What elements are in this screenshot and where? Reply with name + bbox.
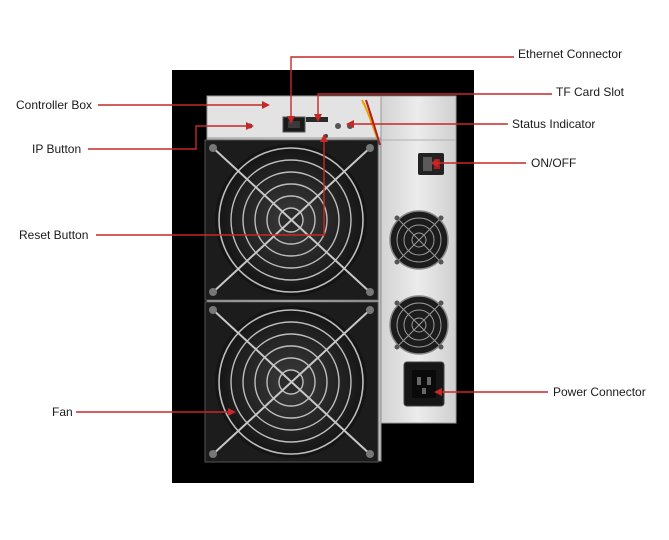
leader-ethernet (290, 56, 514, 120)
power-supply-unit (379, 95, 457, 424)
controller-box (206, 95, 382, 146)
status-led-1 (335, 123, 341, 129)
psu-fan-upper (389, 210, 449, 270)
on-off-switch (418, 153, 444, 175)
psu-fan-lower (389, 295, 449, 355)
label-controller-box: Controller Box (16, 98, 93, 112)
label-on-off: ON/OFF (531, 156, 577, 170)
label-reset-button: Reset Button (19, 228, 89, 242)
leader-ip-button (88, 125, 250, 150)
upper-fan (204, 139, 379, 301)
leader-tf-card (317, 93, 552, 118)
label-fan: Fan (52, 405, 73, 419)
lower-fan (204, 301, 379, 463)
leader-lines (76, 56, 552, 413)
label-tf-card-slot: TF Card Slot (556, 85, 625, 99)
label-power-connector: Power Connector (553, 385, 646, 399)
label-ip-button: IP Button (32, 142, 82, 156)
leader-arrowheads (228, 101, 442, 416)
leader-reset-button (96, 136, 325, 236)
label-ethernet-connector: Ethernet Connector (518, 47, 623, 61)
label-status-indicator: Status Indicator (512, 117, 596, 131)
power-connector-socket (403, 361, 445, 407)
